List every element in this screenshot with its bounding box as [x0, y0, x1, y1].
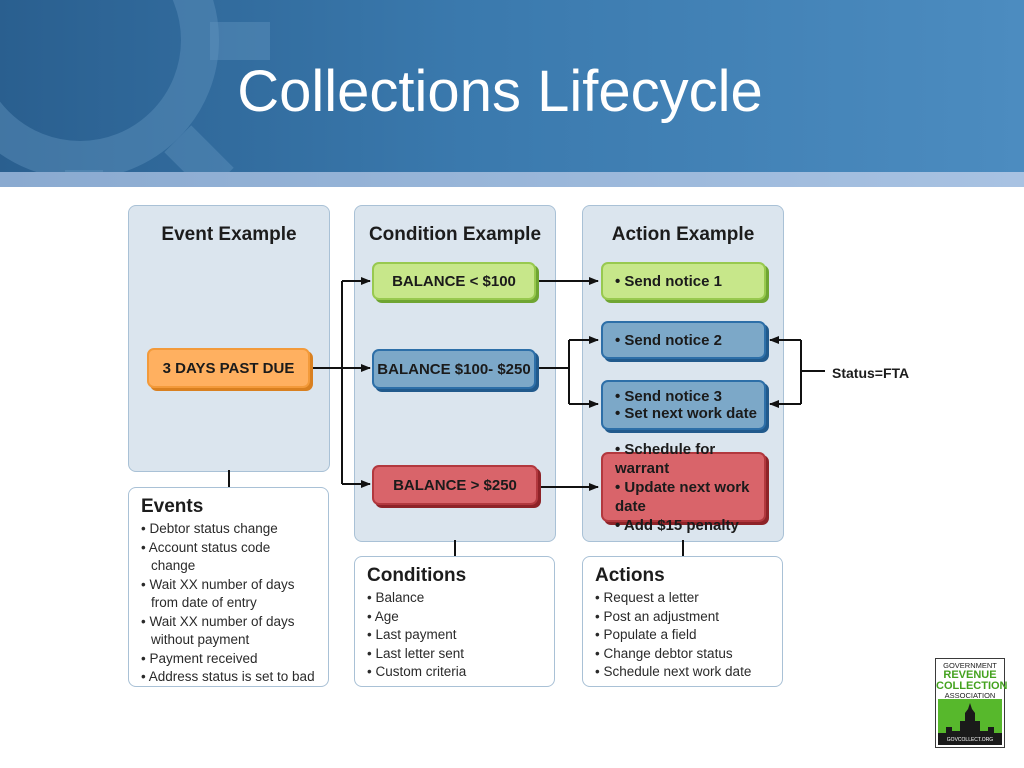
list-item: Last letter sent	[367, 645, 542, 664]
event-box-label: 3 DAYS PAST DUE	[162, 359, 295, 377]
list-item: Address status is set to bad	[141, 668, 316, 687]
list-item: Balance	[367, 589, 542, 608]
logo-line-collection: COLLECTION	[936, 680, 1008, 692]
actions-notes: Actions Request a letter Post an adjustm…	[582, 556, 783, 687]
action-item: • Send notice 1	[615, 272, 722, 290]
action-item: • Send notice 2	[615, 331, 722, 349]
gear-decoration-icon	[0, 0, 270, 172]
logo-line-revenue: REVENUE	[943, 669, 997, 681]
event-heading: Event Example	[161, 224, 297, 245]
condition-box-over-250: BALANCE > $250	[372, 465, 538, 505]
action-box-notice-2: • Send notice 2	[601, 321, 766, 359]
capitol-building-icon: GOVCOLLECT.ORG	[938, 699, 1002, 745]
action-box-notice-3: • Send notice 3 • Set next work date	[601, 380, 766, 430]
condition-heading: Condition Example	[368, 224, 542, 245]
list-item: Change debtor status	[595, 645, 770, 664]
event-box-3-days-past-due: 3 DAYS PAST DUE	[147, 348, 310, 388]
header-stripe	[0, 172, 1024, 187]
list-item: Post an adjustment	[595, 608, 770, 627]
slide-title: Collections Lifecycle	[237, 59, 763, 124]
title-banner: Collections Lifecycle	[0, 0, 1024, 172]
action-item: • Add $15 penalty	[615, 516, 739, 534]
action-heading: Action Example	[611, 224, 755, 245]
action-item: • Schedule for warrant	[615, 440, 716, 477]
list-item: Schedule next work date	[595, 663, 770, 682]
events-notes: Events Debtor status change Account stat…	[128, 487, 329, 687]
action-box-notice-1: • Send notice 1	[601, 262, 766, 300]
action-item: • Set next work date	[615, 405, 757, 422]
events-notes-heading: Events	[141, 496, 204, 517]
status-fta-label: Status=FTA	[832, 365, 910, 381]
conditions-notes-heading: Conditions	[367, 565, 467, 586]
grca-logo: GOVERNMENT REVENUE COLLECTION ASSOCIATIO…	[935, 658, 1008, 748]
list-item: Wait XX number of days without payment	[141, 613, 316, 650]
list-item: Age	[367, 608, 542, 627]
action-box-warrant: • Schedule for warrant • Update next wor…	[601, 441, 766, 534]
list-item: Populate a field	[595, 626, 770, 645]
condition-box-label: BALANCE $100- $250	[377, 360, 531, 378]
action-item: • Update next work date	[615, 478, 750, 515]
event-panel: Event Example	[128, 205, 330, 472]
actions-notes-heading: Actions	[595, 565, 665, 586]
list-item: Custom criteria	[367, 663, 542, 682]
logo-line-government: GOVERNMENT	[943, 661, 997, 670]
condition-box-label: BALANCE < $100	[392, 272, 516, 290]
list-item: Wait XX number of days from date of entr…	[141, 576, 316, 613]
condition-box-label: BALANCE > $250	[393, 476, 517, 494]
logo-line-association: ASSOCIATION	[944, 691, 996, 700]
conditions-notes: Conditions Balance Age Last payment Last…	[354, 556, 555, 687]
action-item: • Send notice 3	[615, 388, 722, 405]
list-item: Account status code change	[141, 539, 316, 576]
condition-box-100-250: BALANCE $100- $250	[372, 349, 536, 389]
condition-box-under-100: BALANCE < $100	[372, 262, 536, 300]
list-item: Request a letter	[595, 589, 770, 608]
list-item: Payment received	[141, 650, 316, 669]
list-item: Last payment	[367, 626, 542, 645]
list-item: Debtor status change	[141, 520, 316, 539]
logo-footer: GOVCOLLECT.ORG	[946, 737, 994, 743]
